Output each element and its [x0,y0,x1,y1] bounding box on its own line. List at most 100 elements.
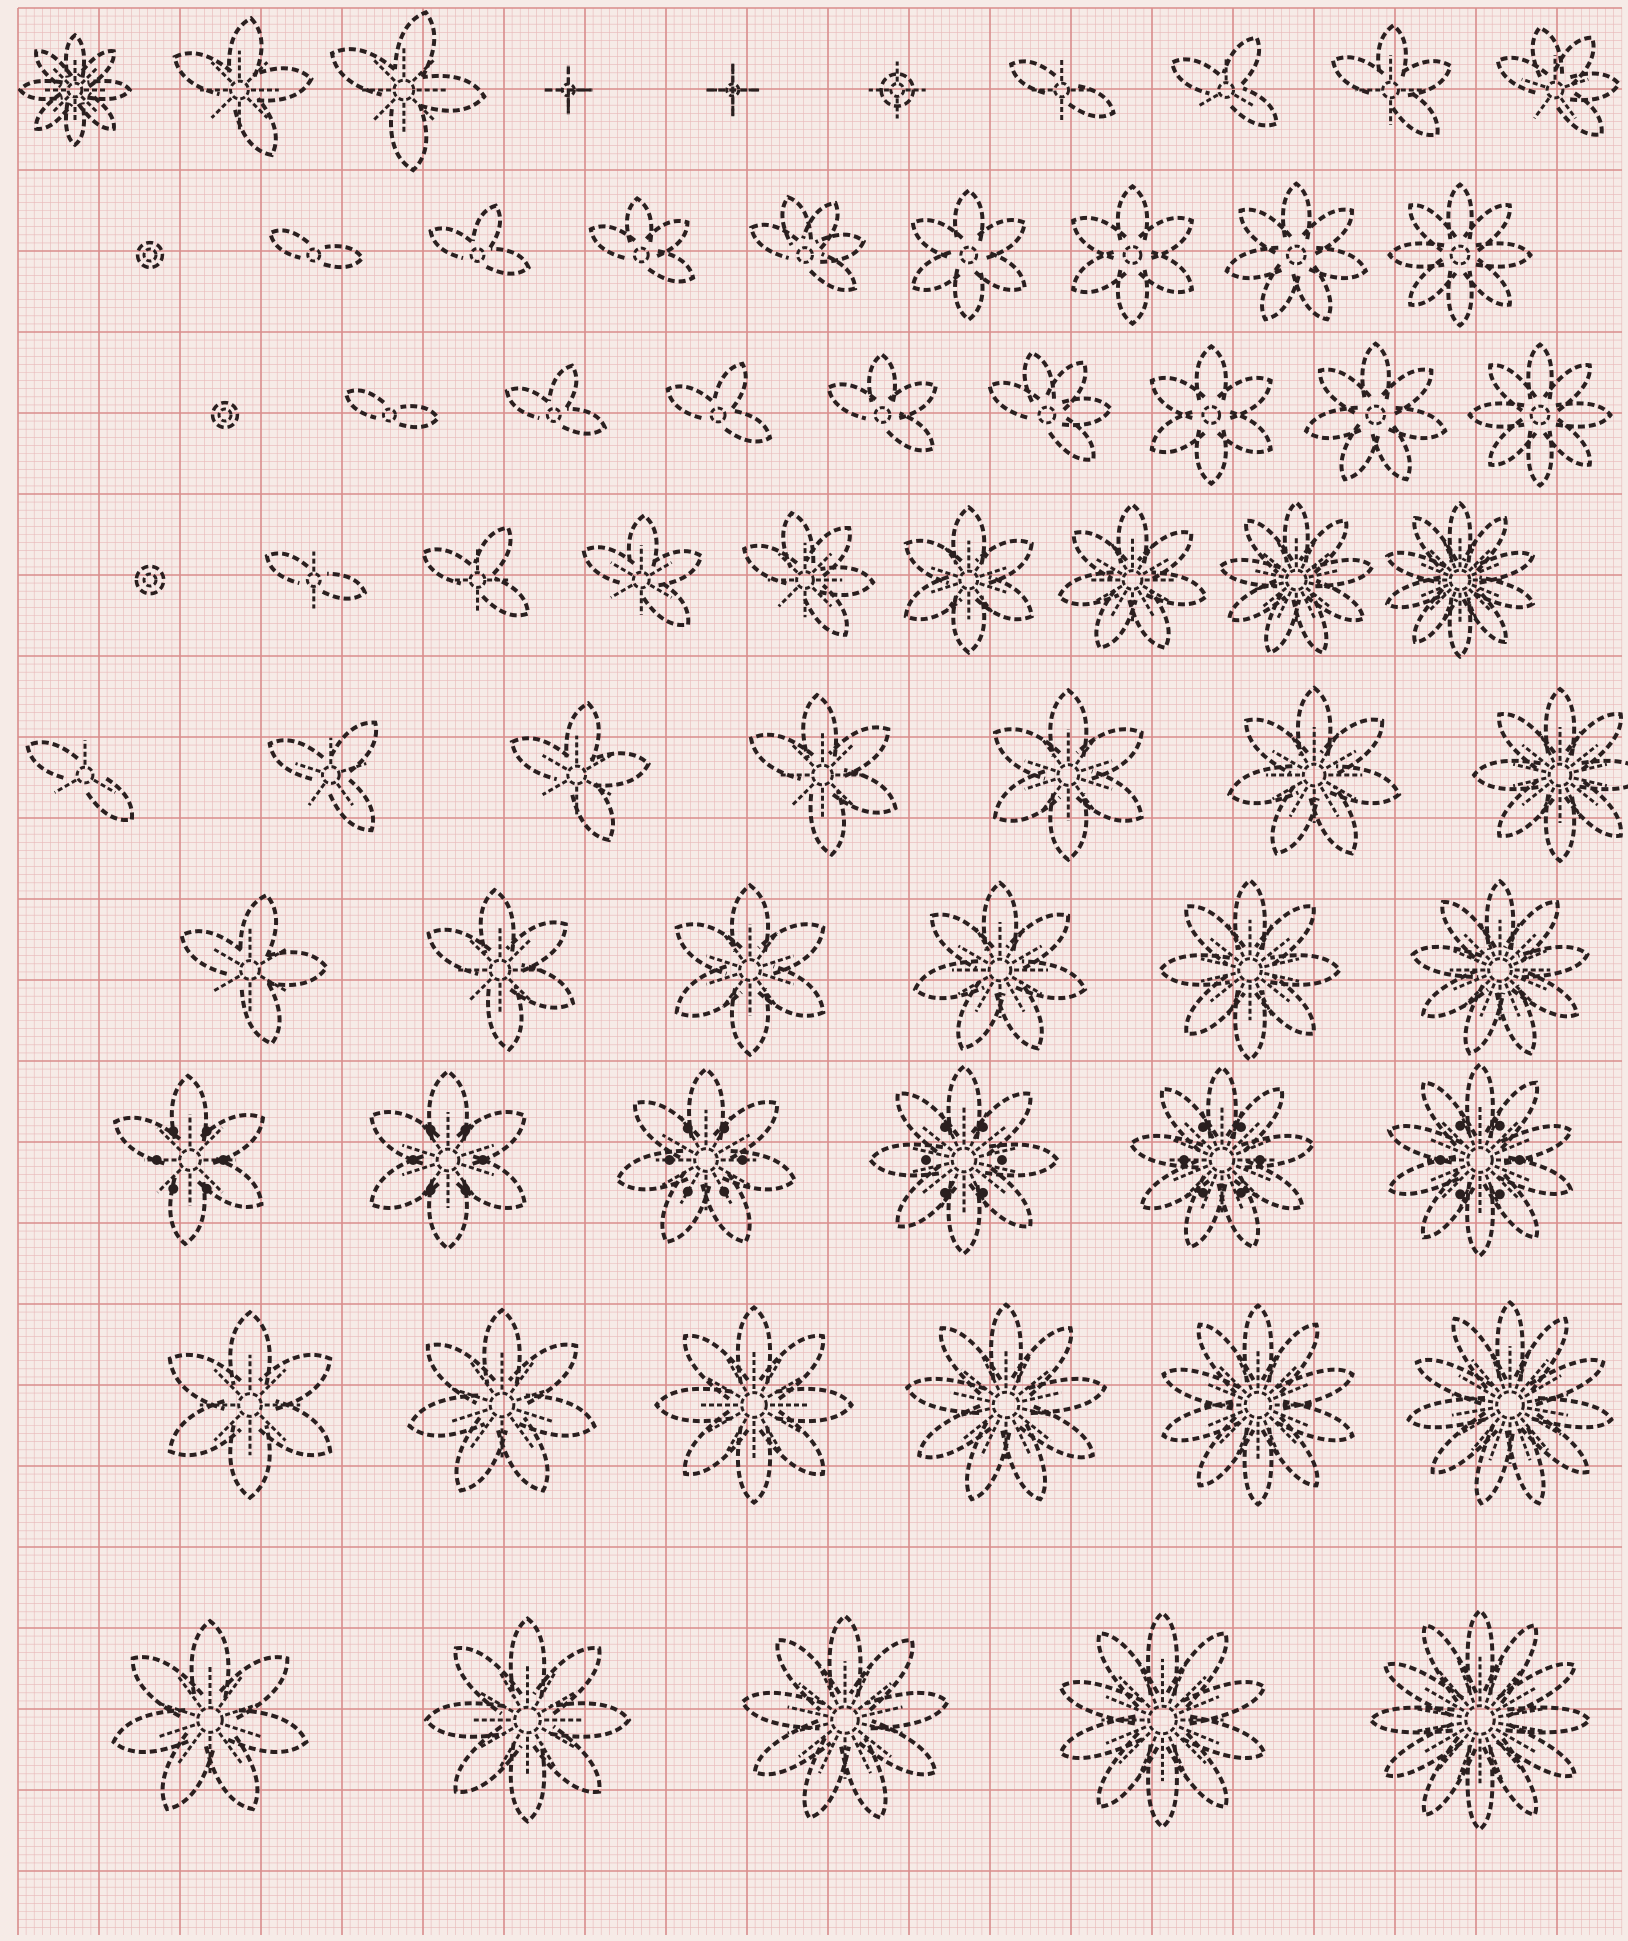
flower-ray [214,949,239,964]
motif-layered-blossom-icon [1164,1306,1353,1505]
stud-dot [719,1187,729,1197]
petal-outline [371,1156,439,1208]
flower-centre [1468,1148,1493,1173]
motif-two-petal-icon [270,230,362,267]
flower-centre [490,960,510,980]
flower-centre [740,960,761,981]
petal-outline [456,1418,506,1491]
petal-outline [1532,1398,1611,1427]
stud-dot [683,1187,693,1197]
stud-dot [152,1155,162,1165]
flower-centre [1124,247,1141,264]
stud-dot [1495,1121,1505,1131]
petal-outline [371,1112,439,1164]
petal-outline [487,249,529,274]
flower-ray [511,1417,533,1447]
petal-outline [27,742,77,779]
flower-centre [1055,83,1069,97]
motif-seven-petal-icon [1306,344,1445,480]
flower-centre [961,247,977,263]
flower-ray [215,1415,240,1440]
flower-ray [511,1363,533,1393]
stud-dot [997,1155,1007,1165]
flower-ray [517,1410,552,1421]
petal-outline [751,225,798,258]
motif-layered-blossom-icon [657,1308,852,1503]
petal-outline [270,740,323,779]
flower-ray [55,780,76,792]
petal-outline [182,931,242,974]
flower-centre [1149,1706,1177,1734]
flower-ray [543,781,567,795]
flower-ray [260,1370,285,1395]
petal-outline [391,106,426,170]
petal-outline [331,723,376,772]
petal-outline [566,703,599,761]
stud-dot [168,1184,178,1194]
motif-daisy-icon [1474,689,1628,861]
motif-half-disc-flower-icon [744,513,873,635]
flower-ray [706,956,737,966]
motif-layered-blossom-icon [410,1310,595,1490]
motif-studded-blossom-icon [1389,1064,1571,1255]
stud-dot [921,1155,931,1165]
stud-dot [202,1184,212,1194]
petal-outline [1373,425,1410,480]
stud-dot [1255,1155,1265,1165]
flower-ray [1513,778,1546,786]
petal-outline [399,406,438,427]
petal-outline [483,578,528,615]
petal-outline [1521,1413,1587,1473]
flower-centre [952,1148,976,1172]
flower-ray [461,1164,493,1174]
flower-ray [296,764,321,772]
flower-centre [1058,765,1079,786]
flower-ray [762,1419,781,1452]
flower-ray [979,1148,1015,1156]
motif-bullseye-bud-icon [136,566,163,593]
flower-ray [225,1725,262,1737]
flower-centre [490,1393,514,1417]
petal-outline [498,1418,548,1491]
flower-centre [68,83,82,97]
petal-outline [1096,590,1135,648]
stud-dot [1495,1189,1505,1199]
stud-dot [719,1123,729,1133]
petal-outline [199,1115,263,1163]
stud-dot [1179,1155,1189,1165]
petal-outline [1231,88,1276,125]
flower-ray [543,755,567,769]
flower-centre [742,1393,767,1418]
flower-ray [707,1378,740,1397]
motif-partial-flower-icon [1172,38,1277,126]
motif-fan-blossom-icon [182,895,327,1043]
flower-centre [1210,1148,1234,1172]
flower-centre [239,1394,262,1417]
motif-fan-flower-icon [751,695,895,855]
flower-ray [779,588,798,607]
flower-ray [452,1410,487,1421]
flower-centre [198,1708,223,1733]
flower-ray [707,1413,740,1432]
petal-outline [869,354,895,402]
petal-outline [829,727,888,776]
petal-outline [324,246,363,267]
motif-four-petal-icon [829,354,936,450]
stud-dot [1236,1122,1246,1132]
motif-fan-blossom-icon [429,890,573,1050]
motif-partial-flower-icon [1333,25,1451,135]
flower-ray [1025,779,1056,789]
stud-dot [202,1126,212,1136]
flower-centre [1123,571,1142,590]
flower-centre [798,248,813,263]
stud-dot [940,1188,950,1198]
petal-outline [229,18,261,76]
flower-centre [1497,1392,1524,1419]
flower-centre [875,408,890,423]
flower-ray [1534,98,1549,118]
stud-dot [940,1122,950,1132]
flower-ray [1022,1392,1061,1401]
petal-outline [1433,1413,1499,1473]
flower-centre [180,1150,201,1171]
